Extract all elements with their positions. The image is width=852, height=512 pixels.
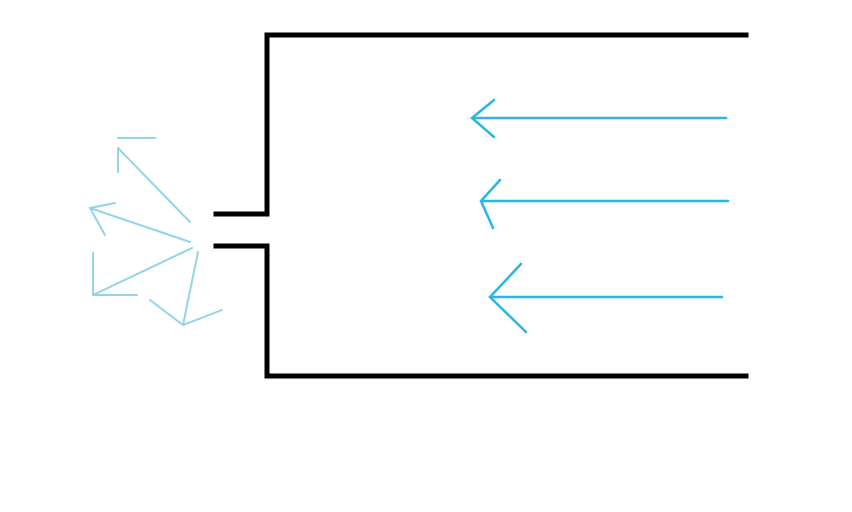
spray-arrow-icon (88, 202, 191, 243)
flow-arrow-icon (479, 178, 730, 230)
container-outline (213, 32, 749, 379)
spray-arrow-icon (92, 247, 193, 296)
spray-arrow-icon (149, 251, 223, 327)
spray-arrows (88, 137, 223, 327)
spray-arrow-icon (117, 137, 191, 223)
flow-arrow-icon (488, 262, 724, 334)
flow-arrows (470, 98, 730, 334)
flow-arrow-icon (470, 98, 728, 139)
